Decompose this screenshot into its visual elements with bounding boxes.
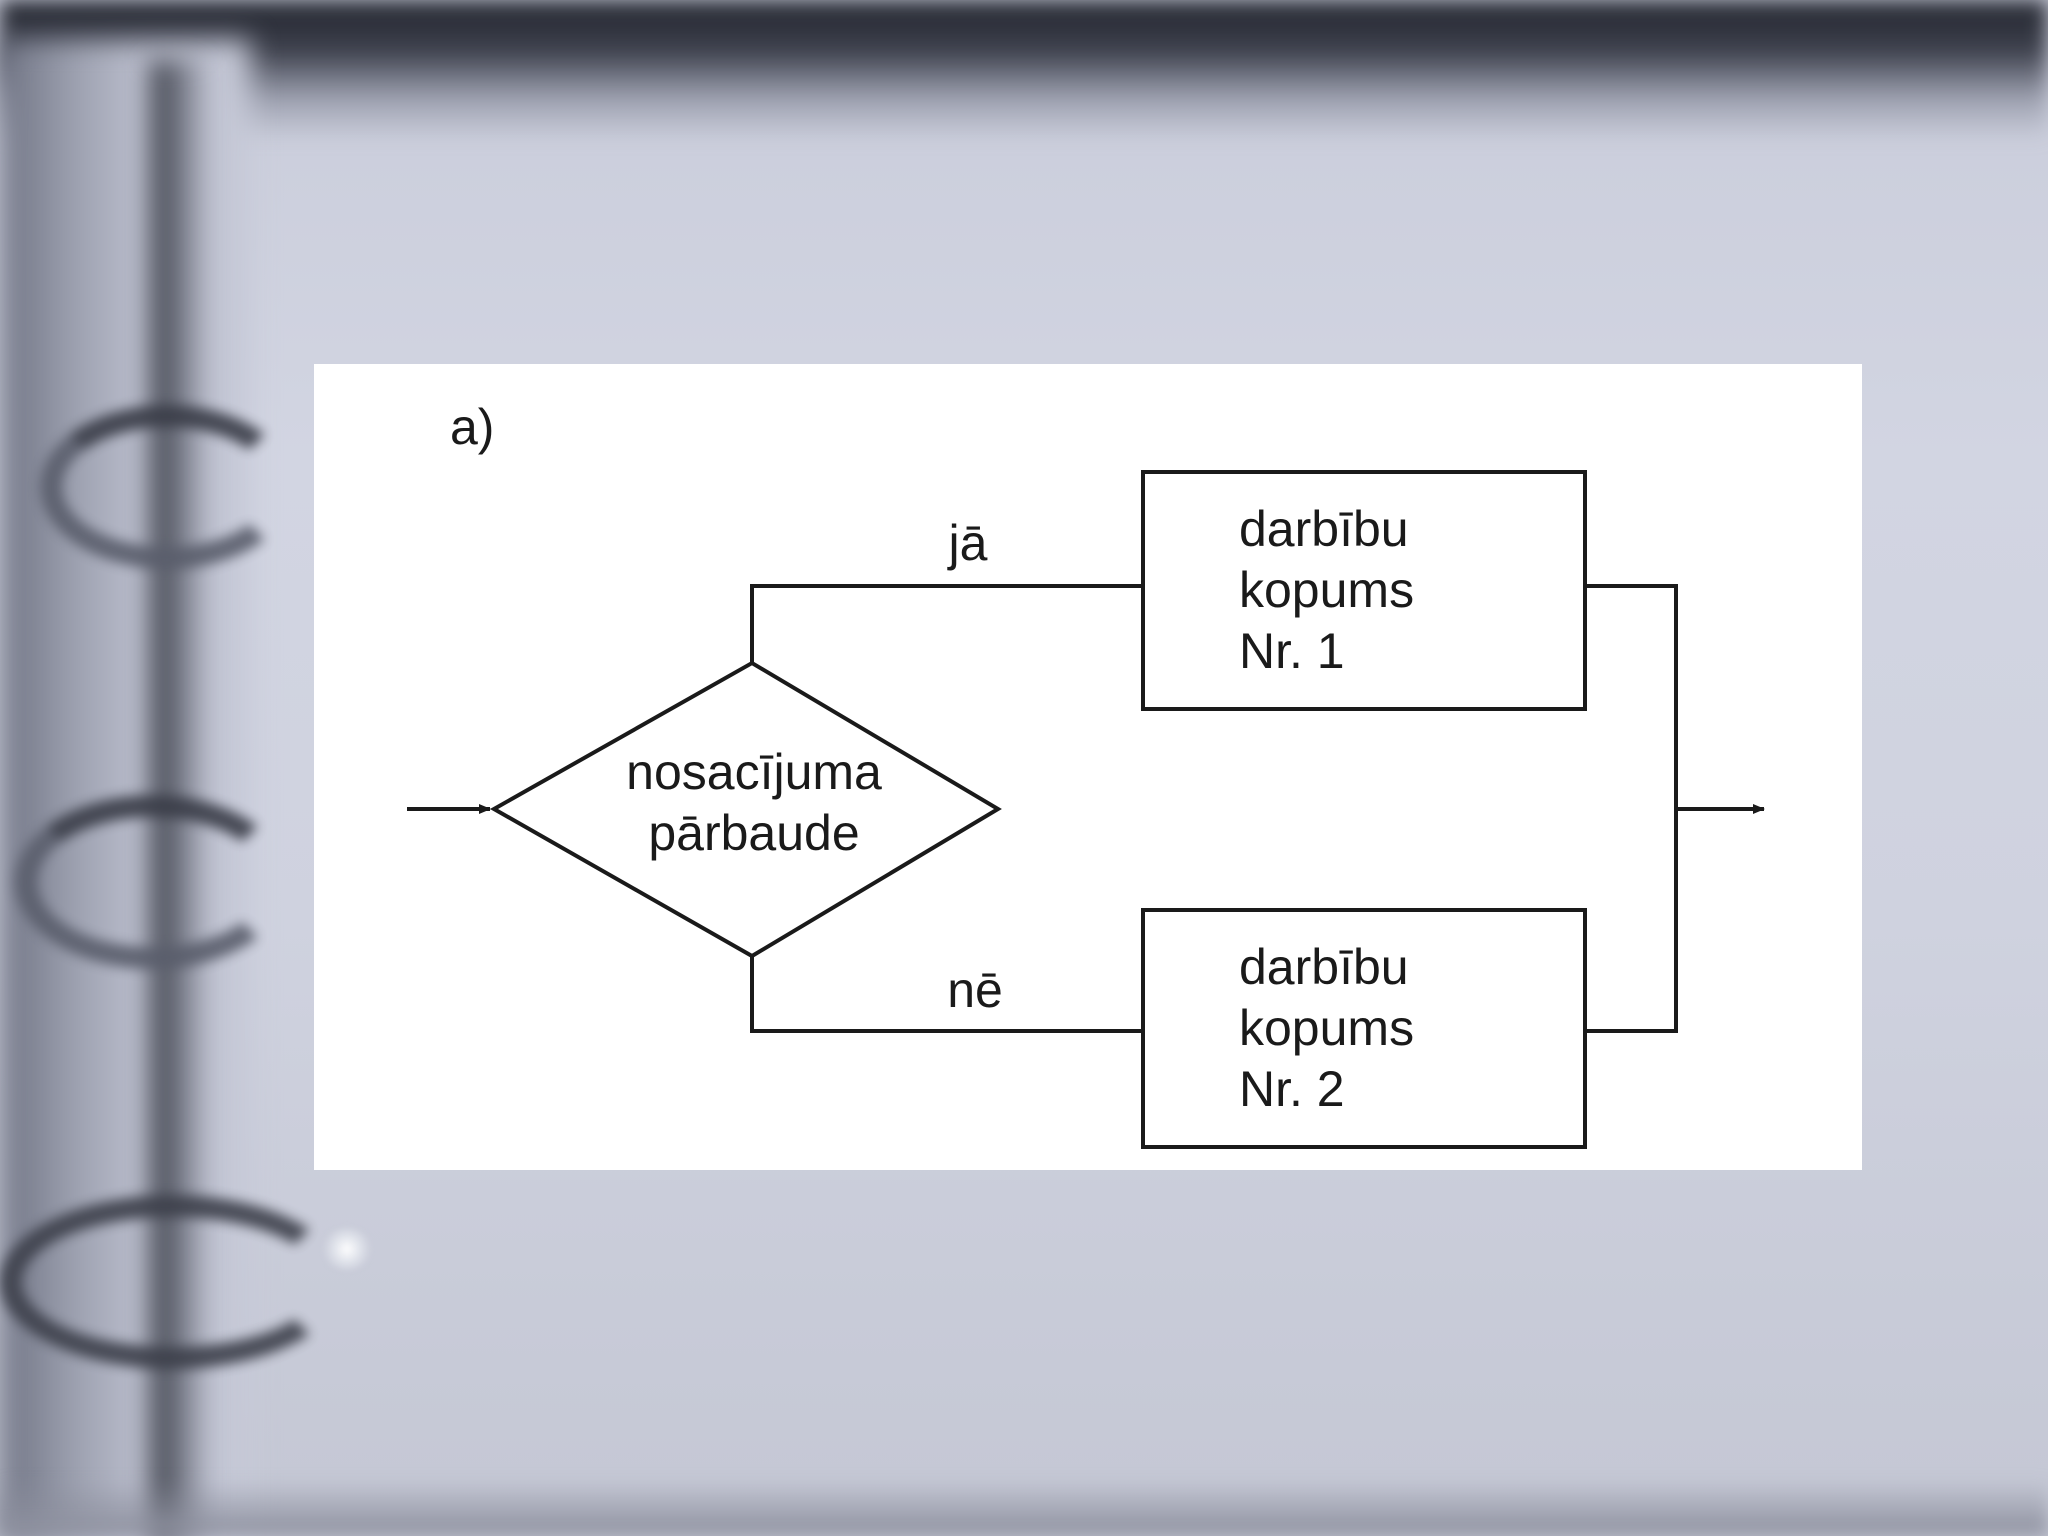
action-2-line-1: darbību (1239, 939, 1409, 995)
binder-ring-icon (40, 405, 294, 569)
merge-connector (1585, 584, 1678, 1033)
no-connector (750, 956, 1143, 1033)
binder-ring-icon (0, 1195, 344, 1369)
background-shadow-top (0, 0, 2048, 140)
condition-diamond (489, 660, 1002, 959)
action-1-line-2: kopums (1239, 562, 1414, 618)
action-box-1 (1141, 470, 1587, 711)
action-1-line-1: darbību (1239, 501, 1409, 557)
action-box-2 (1141, 908, 1587, 1149)
background-shadow-bottom (0, 1480, 2048, 1536)
condition-line-2: pārbaude (648, 805, 859, 861)
yes-connector (750, 584, 1143, 663)
diagram-label: a) (450, 399, 494, 455)
action-2-line-3: Nr. 2 (1239, 1061, 1345, 1117)
binder-ring-icon (15, 795, 289, 969)
binder-ring-highlight (322, 1228, 372, 1270)
flowchart-diagram: a) nosacījuma pārbaude jā nē darbību kop… (407, 399, 1765, 1149)
yes-label: jā (947, 515, 988, 571)
no-label: nē (947, 962, 1003, 1018)
condition-line-1: nosacījuma (626, 744, 882, 800)
flowchart-panel: a) nosacījuma pārbaude jā nē darbību kop… (314, 364, 1862, 1170)
action-1-line-3: Nr. 1 (1239, 623, 1345, 679)
action-2-line-2: kopums (1239, 1000, 1414, 1056)
